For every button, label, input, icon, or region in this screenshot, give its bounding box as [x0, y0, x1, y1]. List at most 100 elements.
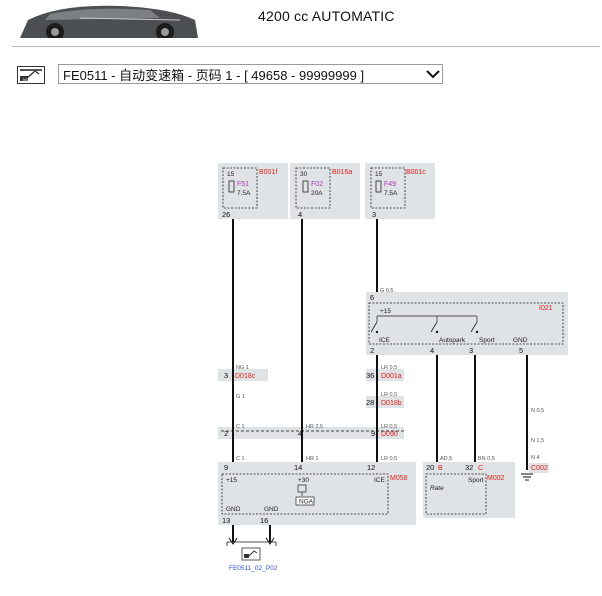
- gnd-arrows: [226, 537, 277, 546]
- fuse-f49[interactable]: 15 B001c F49 7.5A 3: [370, 167, 426, 219]
- wire-label-f51-d090: C 1: [236, 424, 245, 430]
- ecu-pin-2: 14: [294, 463, 302, 472]
- fuse-f49-name: F49: [384, 181, 396, 188]
- wire-label-ice-d090: LR 0,5: [381, 424, 397, 430]
- ecu-pin-3: 12: [367, 463, 375, 472]
- svg-text:C002: C002: [531, 465, 548, 472]
- switch-in-pin: 6: [370, 293, 374, 302]
- switch-out-ice-label: ICE: [379, 337, 391, 344]
- fuse-box-bg-f51: [218, 163, 288, 219]
- fuse-f02[interactable]: 30 B016a F02 20A 4: [295, 167, 352, 219]
- fuse-f02-name: F02: [311, 181, 323, 188]
- switch-supply-label: +15: [380, 308, 391, 315]
- switch-out-sport-pin: 3: [469, 346, 473, 355]
- wire-label-sport: BN 0,5: [478, 456, 495, 462]
- wire-label-autopark: AD,5: [440, 456, 452, 462]
- ecu-m058-bg: [218, 462, 416, 525]
- svg-text:D018b: D018b: [381, 400, 402, 407]
- wire-label-ice-mid: LR 0,5: [381, 392, 397, 398]
- selector-code: M002: [487, 475, 505, 482]
- switch-module-code: I021: [539, 305, 553, 312]
- ecu-gnd-pin-1: 13: [222, 516, 230, 525]
- selector-m002-bg: [423, 462, 515, 518]
- fuse-f49-supply: 15: [375, 171, 383, 178]
- fuse-f49-rating: 7.5A: [384, 190, 398, 197]
- switch-out-gnd-pin: 5: [519, 346, 523, 355]
- svg-text:D001a: D001a: [381, 373, 402, 380]
- svg-text:2: 2: [224, 429, 228, 438]
- svg-text:4: 4: [298, 429, 302, 438]
- ecu-gnd-label-1: GND: [226, 506, 241, 513]
- wire-label-gnd-1: N 0,5: [531, 408, 544, 414]
- wire-label-f51-mid: G 1: [236, 394, 245, 400]
- svg-text:36: 36: [366, 371, 374, 380]
- connector-d001a-bg: [366, 369, 404, 381]
- switch-out-autopark-pin: 4: [430, 346, 434, 355]
- selector-text-left: Rate: [430, 485, 444, 492]
- connector-d090[interactable]: 2 4 9 D090: [224, 429, 398, 438]
- svg-text:D090: D090: [381, 431, 398, 438]
- fuse-f51-name: F51: [237, 181, 249, 188]
- selector-pin-1: 20: [426, 463, 434, 472]
- fuse-f49-box-code: B001c: [406, 169, 426, 176]
- header-divider: [12, 46, 600, 47]
- selector-text-right: Sport: [468, 477, 484, 484]
- document-page-value: FE0511 - 自动变速箱 - 页码 1 - [ 49658 - 999999…: [63, 67, 365, 83]
- selector-m002[interactable]: 20 B 32 C M002 Rate Sport: [425, 463, 505, 515]
- ecu-gnd-pin-2: 16: [260, 516, 268, 525]
- fuse-f51[interactable]: 15 B001f F51 7.5A 26: [222, 167, 277, 219]
- wire-label-f51-top: NG 1: [236, 365, 249, 371]
- fuse-f02-box-code: B016a: [332, 169, 352, 176]
- connector-d018c-bg: [218, 369, 268, 381]
- switch-module-i021[interactable]: 6 G 0,5 I021 +15 ICE Autopark Sport GND …: [368, 288, 564, 355]
- car-image: [0, 0, 200, 38]
- nav-link-label[interactable]: FE0511_02_P02: [229, 565, 278, 572]
- fuse-f51-rating: 7.5A: [237, 190, 251, 197]
- ground-c002[interactable]: C002: [521, 463, 549, 481]
- document-page-select[interactable]: FE0511 - 自动变速箱 - 页码 1 - [ 49658 - 999999…: [58, 64, 443, 84]
- fuse-f51-supply: 15: [227, 171, 235, 178]
- svg-text:D018c: D018c: [235, 373, 256, 380]
- ecu-pin-1: 9: [224, 463, 228, 472]
- connector-d018b-bg: [366, 396, 404, 408]
- fuse-f49-pin: 3: [372, 210, 376, 219]
- wire-label-f02-d090: HR 2,5: [306, 424, 323, 430]
- svg-text:3: 3: [224, 371, 228, 380]
- engine-spec: 4200 cc AUTOMATIC: [258, 8, 395, 24]
- fuse-f02-pin: 4: [298, 210, 302, 219]
- connector-d001a[interactable]: 36 D001a: [366, 371, 402, 380]
- selector-pin-2: 32: [465, 463, 473, 472]
- ecu-label-plus15: +15: [226, 477, 237, 484]
- ecu-label-ice: ICE: [374, 477, 386, 484]
- switch-out-gnd-label: GND: [513, 337, 528, 344]
- wire-label-gnd-3: N 4: [531, 455, 540, 461]
- selector-pin-letter-2: C: [478, 465, 483, 472]
- switch-out-autopark-label: Autopark: [439, 337, 466, 344]
- wire-label-ice-top: LR 0,5: [381, 365, 397, 371]
- fuse-f51-box-code: B001f: [259, 169, 277, 176]
- nga-connector-icon[interactable]: NGA: [17, 66, 45, 84]
- connector-d018c[interactable]: 3 D018c: [224, 371, 256, 380]
- svg-text:NGA: NGA: [23, 77, 32, 82]
- connector-d018b[interactable]: 28 D018b: [366, 398, 402, 407]
- svg-text:28: 28: [366, 398, 374, 407]
- ecu-gnd-label-2: GND: [264, 506, 279, 513]
- ecu-m058[interactable]: 9 14 12 M058 +15 +30 ICE NGA GND GND 13 …: [221, 463, 408, 525]
- svg-text:9: 9: [371, 429, 375, 438]
- nav-link-icon[interactable]: [241, 547, 261, 561]
- switch-in-wire: G 0,5: [380, 288, 393, 294]
- wire-label-f02-ecu: HR 1: [306, 456, 319, 462]
- fuse-box-bg-f02: [290, 163, 360, 219]
- ecu-nga-label: NGA: [299, 499, 314, 506]
- chevron-down-icon[interactable]: [424, 65, 442, 83]
- ecu-label-plus30: +30: [298, 477, 309, 484]
- fuse-f51-pin: 26: [222, 210, 230, 219]
- selector-pin-letter-1: B: [438, 465, 443, 472]
- connector-d090-bg: [218, 427, 404, 439]
- wire-label-gnd-2: N 1,5: [531, 438, 544, 444]
- wire-label-ice-ecu: LR 0,5: [381, 456, 397, 462]
- ecu-code: M058: [390, 475, 408, 482]
- fuse-f02-rating: 20A: [311, 190, 323, 197]
- wire-label-f51-ecu: C 1: [236, 456, 245, 462]
